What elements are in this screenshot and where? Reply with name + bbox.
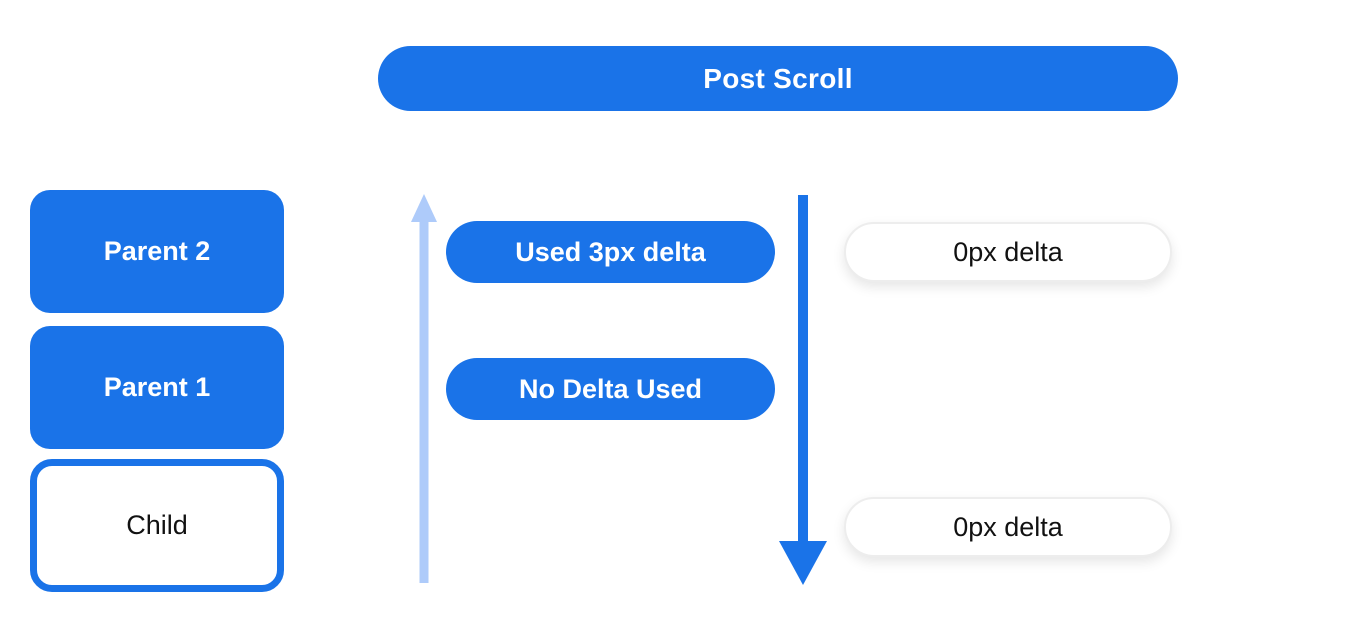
parent2-box: Parent 2 [30,190,284,313]
no-delta-used-pill: No Delta Used [446,358,775,420]
zero-delta-pill-top: 0px delta [844,222,1172,282]
zero-delta-pill-bottom: 0px delta [844,497,1172,557]
zero-delta-bottom-label: 0px delta [953,511,1063,542]
zero-delta-top-label: 0px delta [953,236,1063,267]
post-scroll-header-label: Post Scroll [703,62,853,94]
used-delta-pill: Used 3px delta [446,221,775,283]
parent2-label: Parent 2 [103,236,211,266]
post-scroll-header: Post Scroll [378,46,1178,111]
used-delta-label: Used 3px delta [515,236,706,267]
child-box: Child [30,459,284,592]
scroll-up-arrow-shaft [419,216,429,583]
parent1-box: Parent 1 [30,326,284,449]
scroll-up-arrow-icon [411,194,437,583]
scroll-down-arrowhead [779,541,827,585]
scroll-down-arrow-icon [779,195,827,585]
scroll-down-arrow-shaft [798,195,808,545]
parent1-label: Parent 1 [103,372,211,402]
child-label: Child [126,510,188,540]
no-delta-used-label: No Delta Used [518,373,703,404]
